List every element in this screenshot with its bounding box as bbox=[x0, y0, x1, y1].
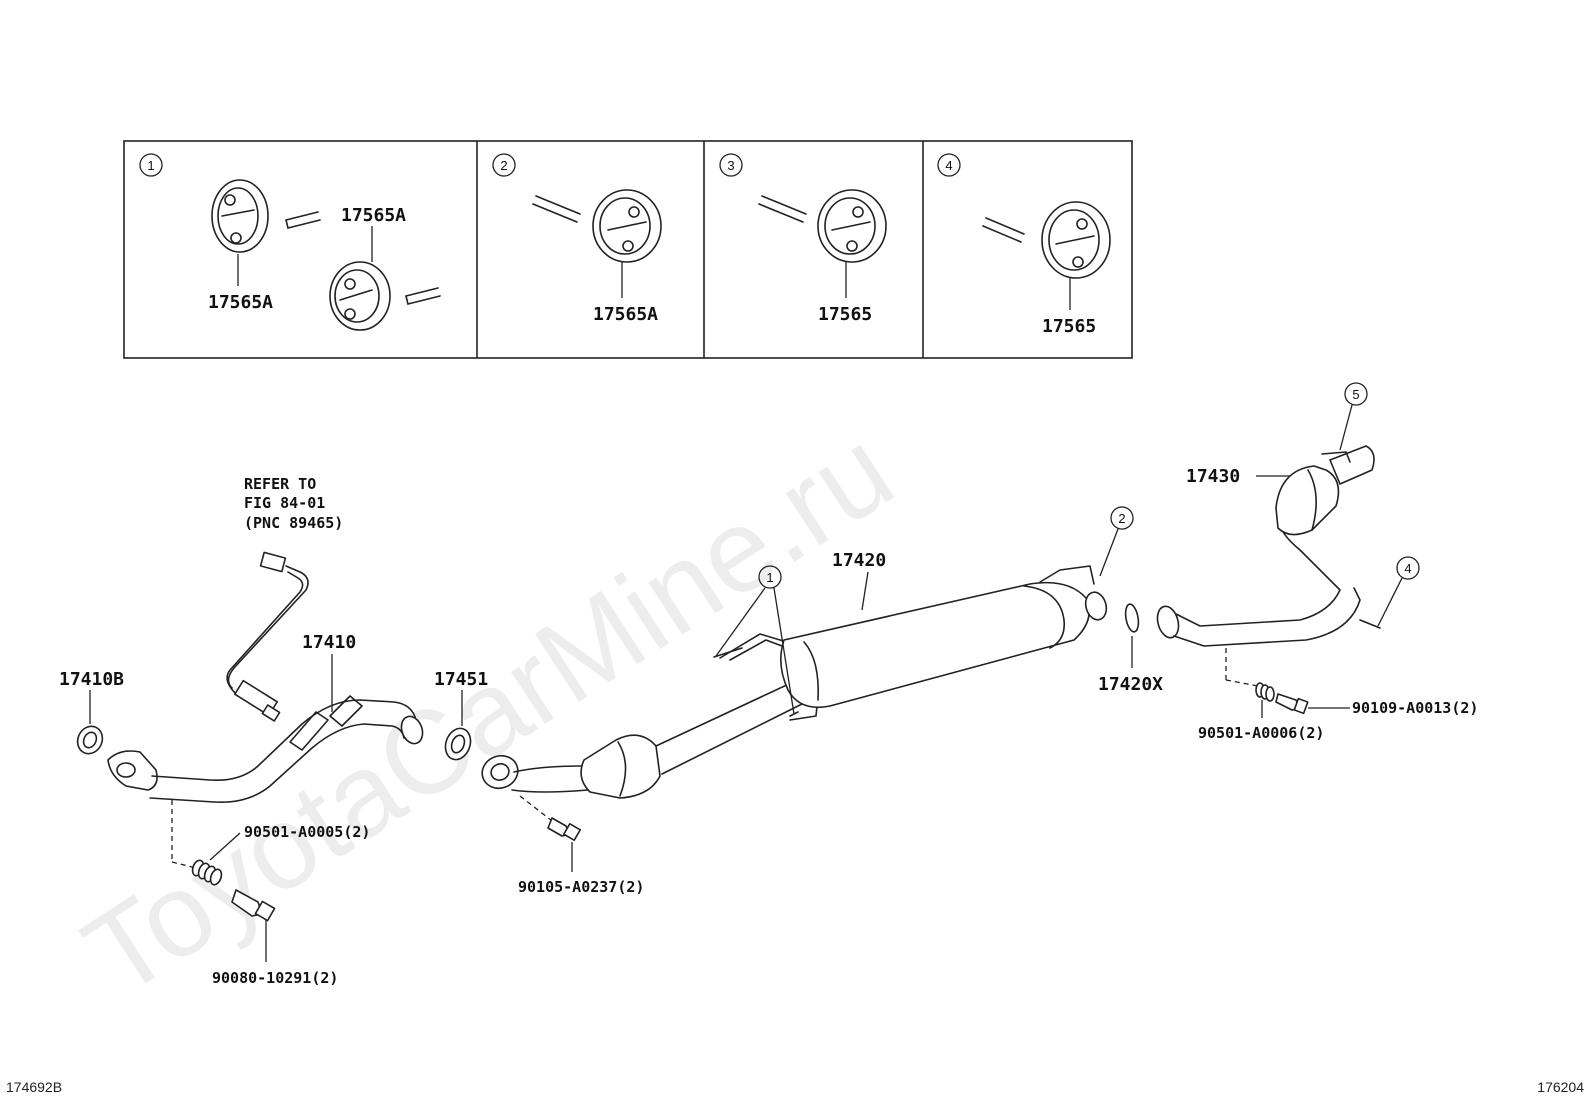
svg-text:2: 2 bbox=[1118, 511, 1125, 526]
hanger-rod-icon bbox=[982, 217, 1025, 243]
inset-panel-1: 1 bbox=[139, 153, 441, 331]
pipe-flange-icon bbox=[481, 754, 519, 790]
part-label: 90501-A0006(2) bbox=[1198, 724, 1324, 742]
oxygen-sensor: REFER TO FIG 84-01 (PNC 89465) bbox=[226, 475, 343, 722]
part-label: 17420 bbox=[832, 550, 886, 571]
rubber-hanger-icon bbox=[817, 189, 887, 263]
svg-text:4: 4 bbox=[1404, 561, 1411, 576]
refer-note-line: REFER TO bbox=[244, 475, 316, 493]
part-label: 90109-A0013(2) bbox=[1352, 699, 1478, 717]
callout-4: 4 bbox=[1359, 556, 1420, 629]
svg-text:5: 5 bbox=[1352, 387, 1359, 402]
part-label: 17565 bbox=[818, 304, 872, 325]
panel-number-circle bbox=[492, 153, 516, 177]
tail-pipe-17430: 17430 bbox=[1156, 445, 1375, 647]
watermark: ToyotaCarMine.ru bbox=[62, 404, 915, 1022]
panel-number-circle bbox=[719, 153, 743, 177]
gasket-17420x: 17420X bbox=[1098, 603, 1163, 695]
rubber-hanger-icon bbox=[211, 179, 269, 253]
bolt-90105-a0237: 90105-A0237(2) bbox=[518, 795, 644, 896]
front-exhaust-pipe-17410: 17410 bbox=[107, 632, 424, 869]
gasket-17451: 17451 bbox=[434, 669, 488, 761]
panel-number: 3 bbox=[727, 158, 734, 173]
hanger-rod-icon bbox=[405, 287, 441, 305]
coil-spring-icon bbox=[191, 859, 223, 886]
hanger-rod-icon bbox=[285, 211, 321, 229]
callout-5: 5 bbox=[1339, 382, 1368, 451]
rear-silencer-icon bbox=[1275, 465, 1340, 536]
hanger-rod-icon bbox=[758, 195, 807, 223]
tail-tip-icon bbox=[1329, 445, 1375, 485]
bolt-90080-10291: 90080-10291(2) bbox=[212, 889, 338, 987]
refer-note-line: FIG 84-01 bbox=[244, 494, 325, 512]
panel-number: 4 bbox=[945, 158, 952, 173]
panel-number-circle bbox=[937, 153, 961, 177]
panel-number: 1 bbox=[147, 158, 154, 173]
figure-code-left: 174692B bbox=[6, 1079, 62, 1095]
callout-1: 1 bbox=[715, 565, 795, 715]
center-pipe-muffler-17420: 17420 bbox=[481, 550, 1108, 799]
sensor-connector-icon bbox=[259, 551, 287, 573]
inset-panel-2: 2 17565A bbox=[492, 153, 662, 325]
part-label: 90080-10291(2) bbox=[212, 969, 338, 987]
part-label: 90105-A0237(2) bbox=[518, 878, 644, 896]
oxygen-sensor-body-icon bbox=[233, 679, 281, 722]
bolt-90109-a0013: 90109-A0013(2) bbox=[1275, 693, 1478, 717]
inset-panel-4: 4 17565 bbox=[937, 153, 1111, 337]
part-label: 17410B bbox=[59, 669, 124, 690]
gasket-17410b: 17410B bbox=[59, 669, 124, 755]
coil-spring-icon bbox=[1255, 682, 1275, 702]
part-label: 17430 bbox=[1186, 466, 1240, 487]
part-label: 90501-A0005(2) bbox=[244, 823, 370, 841]
pipe-flange-icon bbox=[1156, 605, 1180, 639]
spring-90501-a0005: 90501-A0005(2) bbox=[191, 823, 370, 886]
hanger-rod-icon bbox=[532, 195, 581, 223]
figure-code-right: 176204 bbox=[1537, 1079, 1584, 1095]
rubber-hanger-icon bbox=[592, 189, 662, 263]
part-label: 17410 bbox=[302, 632, 356, 653]
part-label: 17451 bbox=[434, 669, 488, 690]
spring-90501-a0006: 90501-A0006(2) bbox=[1198, 648, 1324, 742]
rubber-hanger-icon bbox=[1041, 201, 1111, 279]
part-label: 17565 bbox=[1042, 316, 1096, 337]
pipe-flange-icon bbox=[1084, 591, 1108, 621]
part-label: 17565A bbox=[208, 292, 273, 313]
panel-number: 2 bbox=[500, 158, 507, 173]
inset-frame bbox=[123, 140, 1133, 359]
refer-note-line: (PNC 89465) bbox=[244, 514, 343, 532]
rubber-hanger-icon bbox=[329, 261, 391, 331]
muffler-icon bbox=[780, 581, 1090, 709]
inset-panel-3: 3 17565 bbox=[719, 153, 887, 325]
inset-panels: 1 bbox=[123, 140, 1133, 359]
svg-text:1: 1 bbox=[766, 570, 773, 585]
part-label: 17565A bbox=[593, 304, 658, 325]
part-label: 17565A bbox=[341, 205, 406, 226]
part-label: 17420X bbox=[1098, 674, 1163, 695]
pipe-flange-icon bbox=[107, 750, 158, 791]
callout-2: 2 bbox=[1099, 506, 1134, 577]
panel-number-circle bbox=[139, 153, 163, 177]
catalytic-converter-icon bbox=[580, 734, 661, 799]
